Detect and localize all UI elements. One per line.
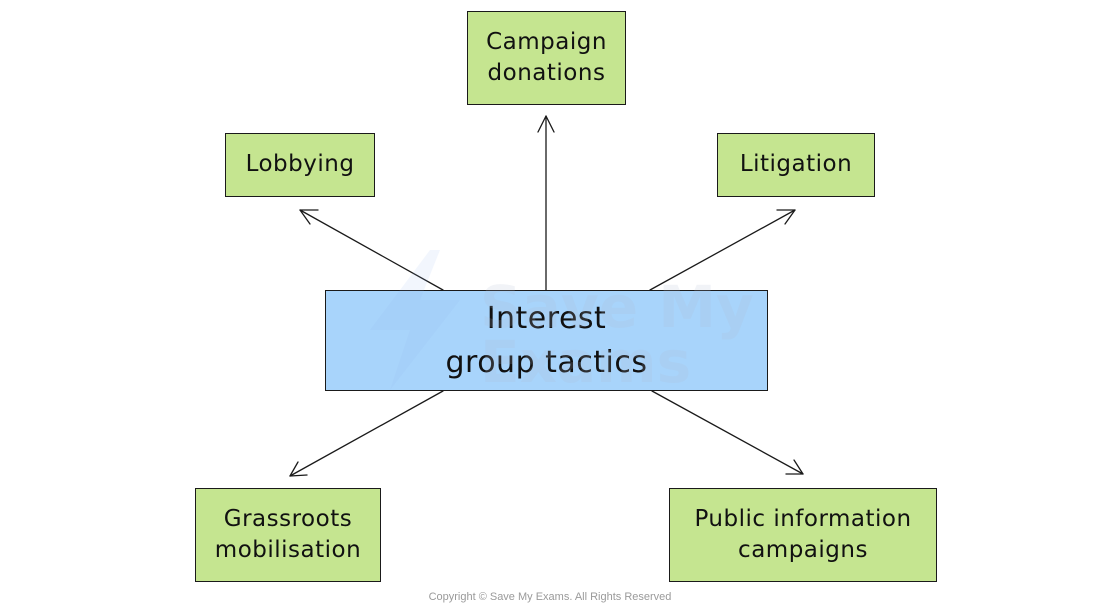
node-lobbying-label: Lobbying: [245, 151, 355, 178]
arrowhead-lobbying: [299, 209, 319, 225]
arrow-to-litigation: [649, 209, 796, 291]
node-campaign-donations-label: Campaign donations: [486, 28, 607, 86]
copyright-footer: Copyright © Save My Exams. All Rights Re…: [428, 591, 672, 603]
arrow-to-grassroots: [289, 390, 444, 477]
arrowhead-litigation: [776, 209, 796, 225]
node-interest-group-tactics: Interest group tactics: [325, 290, 768, 391]
node-grassroots-mobilisation: Grassroots mobilisation: [195, 488, 381, 582]
arrowhead-grassroots: [289, 461, 308, 477]
node-campaign-donations: Campaign donations: [467, 11, 626, 105]
node-public-info-label: Public information campaigns: [694, 505, 912, 563]
node-public-information-campaigns: Public information campaigns: [669, 488, 937, 582]
node-lobbying: Lobbying: [225, 133, 375, 197]
node-grassroots-label: Grassroots mobilisation: [214, 505, 362, 563]
arrowhead-public-info: [785, 459, 804, 475]
arrow-to-public-info: [651, 390, 804, 475]
arrowhead-campaign-donations: [537, 115, 555, 133]
node-litigation-label: Litigation: [739, 151, 853, 178]
arrow-to-lobbying: [299, 209, 444, 291]
node-litigation: Litigation: [717, 133, 875, 197]
node-center-label: Interest group tactics: [445, 301, 648, 380]
